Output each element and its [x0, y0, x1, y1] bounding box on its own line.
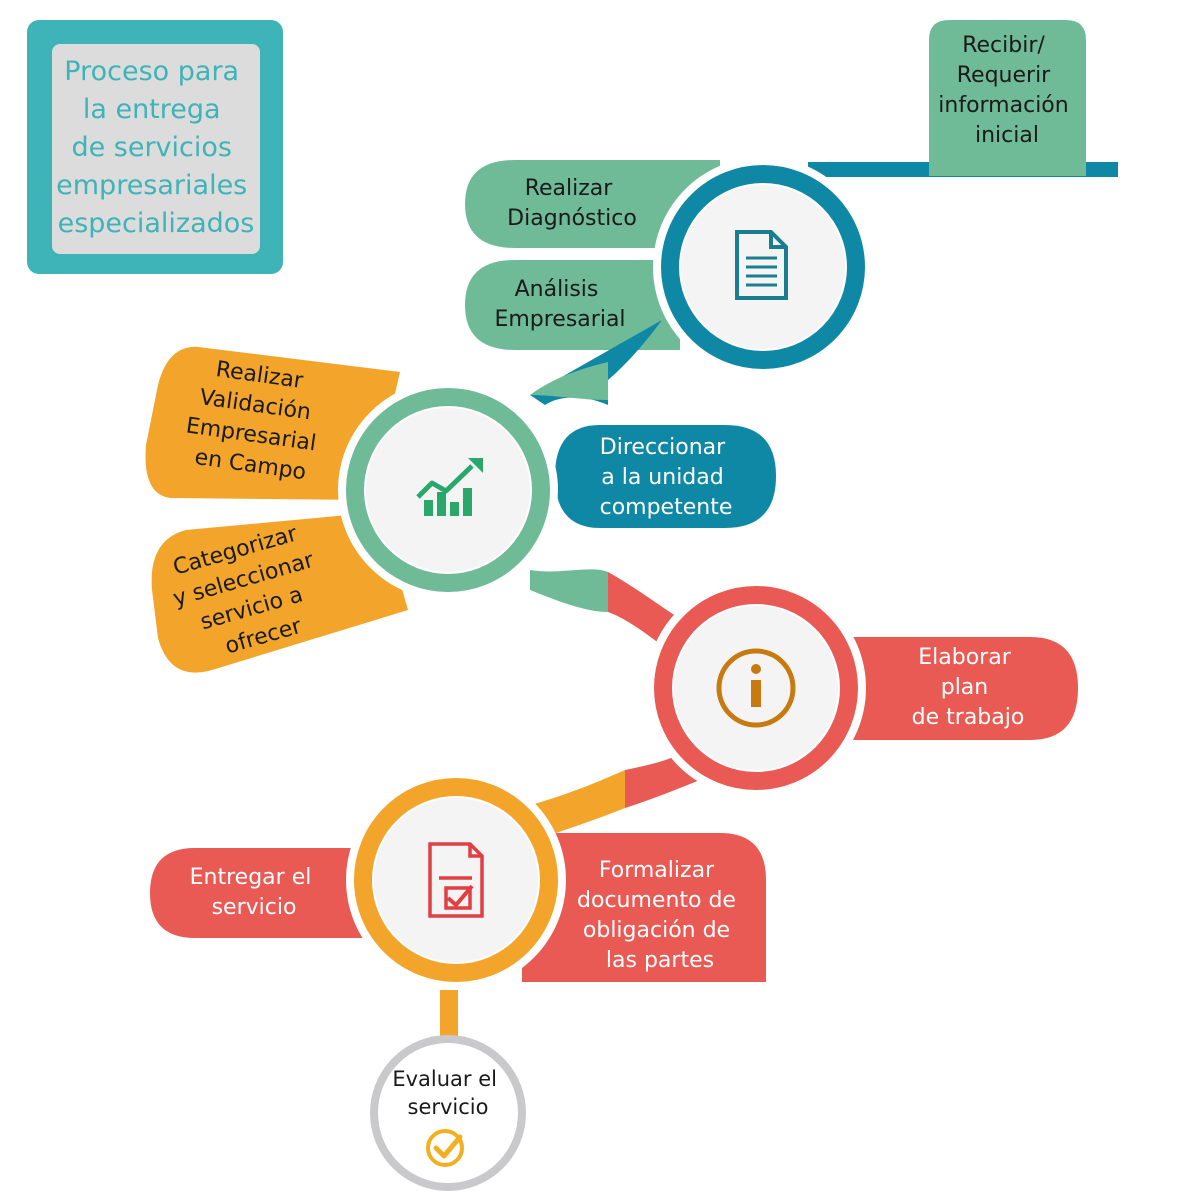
- step-evaluar-text: Evaluar el servicio: [392, 1067, 503, 1119]
- checklist-document-icon: [428, 842, 484, 918]
- step-direccionar: Direccionar a la unidad competente: [555, 425, 776, 528]
- document-icon: [735, 230, 788, 300]
- step-diagnostico-text: Realizar Diagnóstico: [507, 176, 637, 231]
- growth-chart-icon: [416, 458, 483, 516]
- step-analisis-text: Análisis Empresarial: [494, 277, 625, 332]
- title-text: Proceso para la entrega de servicios emp…: [56, 56, 256, 239]
- step-elaborar-text: Elaborar plan de trabajo: [912, 645, 1025, 730]
- step-formalizar-text: Formalizar documento de obligación de la…: [577, 858, 743, 973]
- title-box: Proceso para la entrega de servicios emp…: [27, 20, 283, 274]
- step-elaborar: Elaborar plan de trabajo: [830, 637, 1078, 740]
- step-validacion: Realizar Validación Empresarial en Campo: [145, 346, 400, 500]
- step-evaluar: Evaluar el servicio: [370, 1035, 526, 1191]
- step-diagnostico: Realizar Diagnóstico: [465, 160, 720, 248]
- step-categorizar: Categorizar y seleccionar servicio a ofr…: [151, 512, 408, 673]
- step-recibir-text: Recibir/ Requerir información inicial: [938, 33, 1075, 148]
- step-recibir: Recibir/ Requerir información inicial: [808, 20, 1118, 177]
- step-entregar: Entregar el servicio: [150, 848, 385, 938]
- step-formalizar: Formalizar documento de obligación de la…: [522, 833, 766, 982]
- node-1: [653, 157, 873, 377]
- step-direccionar-text: Direccionar a la unidad competente: [600, 435, 733, 520]
- step-analisis: Análisis Empresarial: [465, 260, 680, 350]
- step-entregar-text: Entregar el servicio: [190, 865, 319, 920]
- check-circle-icon: [426, 1129, 464, 1167]
- node-2: [338, 380, 558, 600]
- info-icon: [716, 648, 796, 728]
- node-4: [346, 770, 566, 990]
- node-3: [646, 578, 866, 798]
